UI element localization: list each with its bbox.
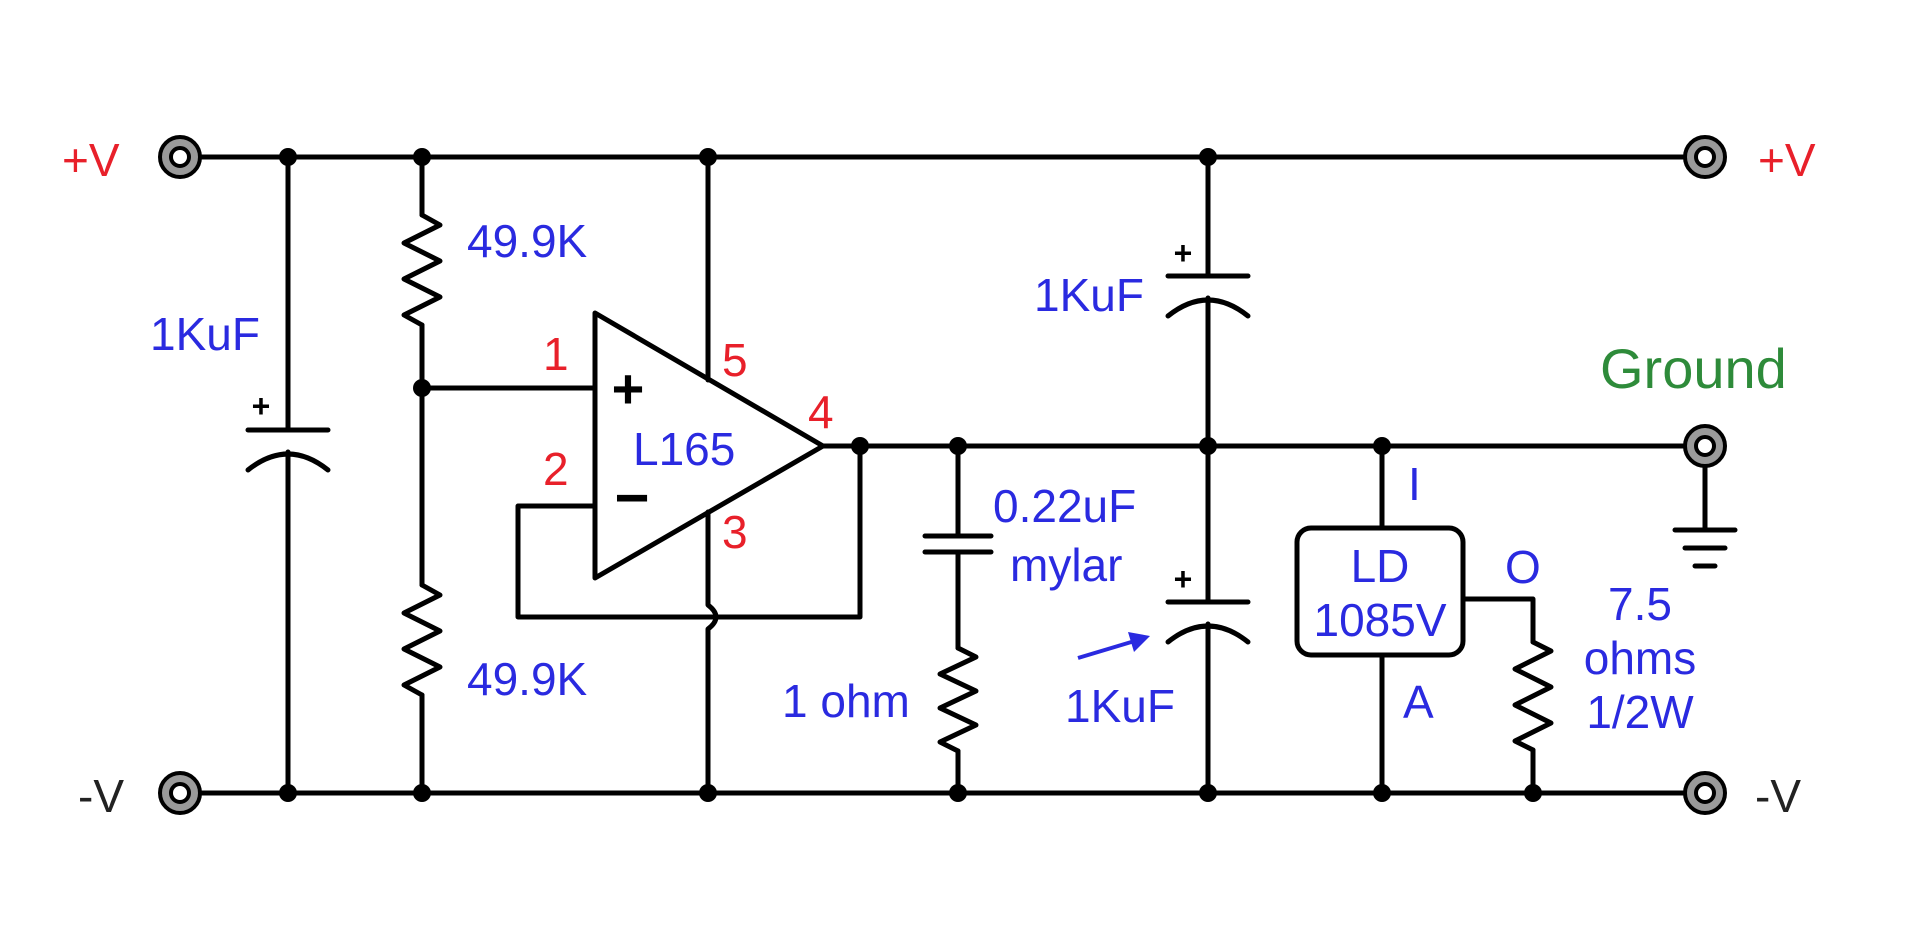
feedback-wire: [515, 443, 863, 620]
terminal-minus-v-right: [1683, 771, 1727, 815]
regulator-ld1085v: [1294, 443, 1536, 796]
label-opamp: L165: [633, 423, 735, 475]
cap-bottom-right-plus: +: [1174, 561, 1193, 597]
pin-1-label: 1: [543, 328, 569, 380]
cap-top-right-plus: +: [1174, 235, 1193, 271]
label-ground: Ground: [1600, 337, 1787, 400]
opamp-minus-sign: −: [614, 464, 649, 531]
opamp-plus-sign: +: [612, 357, 645, 420]
terminal-ground: [1683, 424, 1727, 468]
terminal-plus-v-right: [1683, 135, 1727, 179]
resistor-top: [401, 154, 443, 391]
capacitor-mylar: [922, 443, 994, 651]
label-res-load-line3: 1/2W: [1586, 686, 1694, 738]
label-cap-film-value: 0.22uF: [993, 480, 1136, 532]
label-res-load-line1: 7.5: [1608, 578, 1672, 630]
pin-O-label: O: [1505, 541, 1541, 593]
terminal-plus-v-left: [158, 135, 202, 179]
resistor-load: [1512, 639, 1554, 796]
label-cap-bottom-right: 1KuF: [1065, 680, 1175, 732]
label-cap-top-right: 1KuF: [1034, 269, 1144, 321]
resistor-1ohm: [937, 645, 979, 796]
label-minus-v-left: -V: [78, 770, 124, 822]
label-regulator-line1: LD: [1351, 540, 1410, 592]
label-cap-left: 1KuF: [150, 308, 260, 360]
cap-left-plus: +: [252, 388, 271, 424]
pin-4-label: 4: [808, 386, 834, 438]
pin-A-label: A: [1403, 676, 1434, 728]
capacitor-top-right: [1165, 154, 1251, 449]
label-minus-v-right: -V: [1755, 770, 1801, 822]
arrow-indicator: [1077, 632, 1150, 660]
opamp-pin3-wire: [705, 509, 719, 796]
label-cap-film-type: mylar: [1010, 539, 1122, 591]
capacitor-left: [245, 154, 331, 796]
label-res-load-line2: ohms: [1584, 632, 1696, 684]
pin-3-label: 3: [722, 506, 748, 558]
label-res-bottom: 49.9K: [467, 653, 588, 705]
pin-I-label: I: [1408, 458, 1421, 510]
label-plus-v-right: +V: [1758, 134, 1816, 186]
pin-5-label: 5: [722, 334, 748, 386]
label-regulator-line2: 1085V: [1313, 594, 1446, 646]
label-res-top: 49.9K: [467, 215, 588, 267]
ground-icon: [1672, 461, 1738, 569]
terminal-minus-v-left: [158, 771, 202, 815]
pin-2-label: 2: [543, 443, 569, 495]
resistor-bottom: [401, 385, 443, 796]
capacitor-bottom-right: [1165, 443, 1251, 796]
junction-dots: [279, 148, 1542, 802]
label-plus-v-left: +V: [62, 134, 120, 186]
label-res-1ohm: 1 ohm: [782, 675, 910, 727]
